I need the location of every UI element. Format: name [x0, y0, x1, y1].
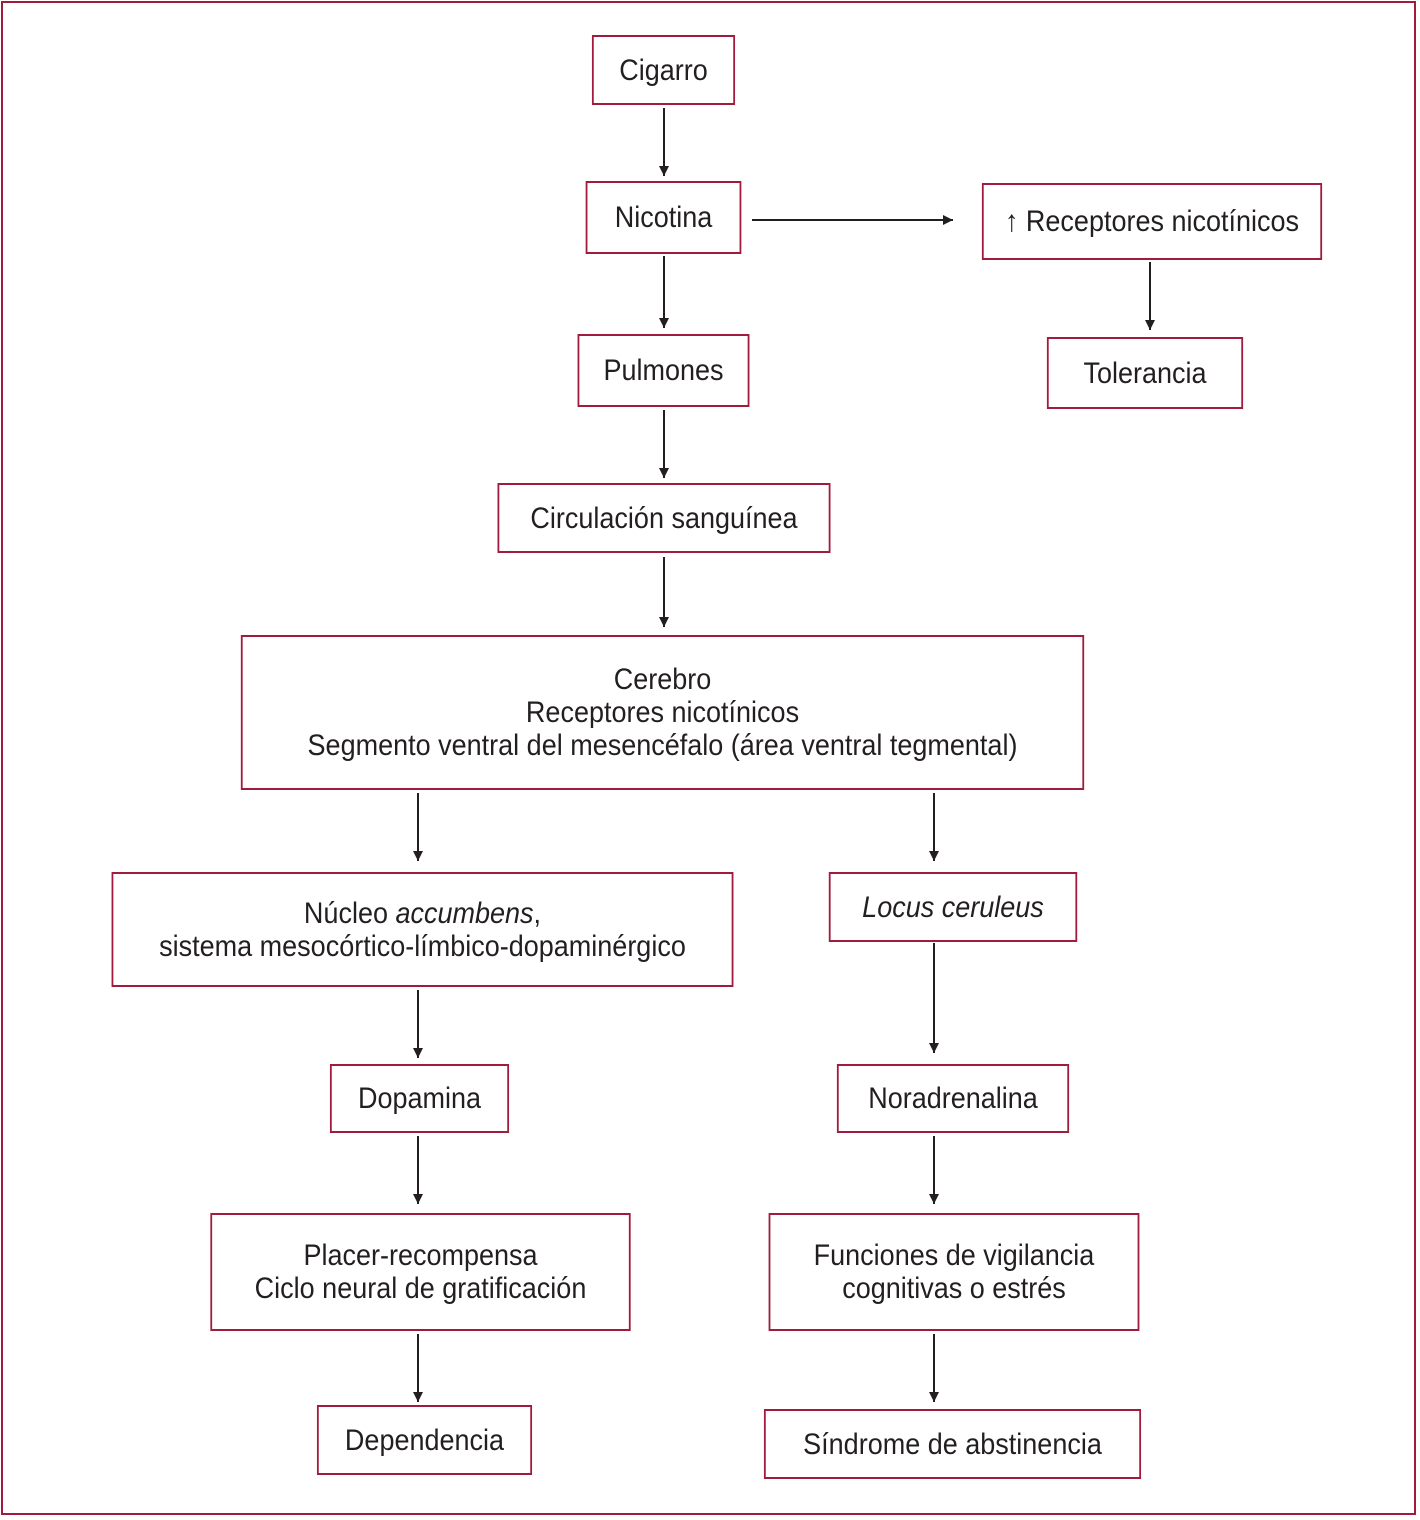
node-funciones-line1: Funciones de vigilancia: [813, 1239, 1095, 1272]
node-cerebro-line1: Cerebro: [613, 663, 712, 696]
node-nucleo-suffix: ,: [533, 896, 542, 930]
node-pulmones: Pulmones: [577, 334, 750, 407]
node-circulacion-label: Circulación sanguínea: [530, 501, 798, 535]
node-nucleo-italic: accumbens: [395, 896, 534, 930]
node-noradrenalina-label: Noradrenalina: [868, 1082, 1038, 1115]
node-placer-line2: Ciclo neural de gratificación: [254, 1272, 587, 1305]
node-dependencia: Dependencia: [316, 1405, 533, 1475]
node-cerebro: Cerebro Receptores nicotínicos Segmento …: [240, 635, 1085, 790]
node-nucleo-line1: Núcleo accumbens,: [304, 897, 541, 930]
node-noradrenalina: Noradrenalina: [836, 1064, 1070, 1133]
node-cigarro: Cigarro: [591, 35, 736, 105]
node-dependencia-label: Dependencia: [344, 1423, 505, 1457]
node-cerebro-line2: Receptores nicotínicos: [525, 696, 800, 729]
node-cerebro-line3: Segmento ventral del mesencéfalo (área v…: [307, 729, 1018, 762]
node-sindrome-abstinencia: Síndrome de abstinencia: [763, 1409, 1142, 1479]
node-receptores-up-label: ↑ Receptores nicotínicos: [1004, 205, 1300, 238]
node-locus-label: Locus ceruleus: [862, 890, 1044, 924]
node-nucleo-accumbens: Núcleo accumbens, sistema mesocórtico-lí…: [111, 872, 734, 987]
node-circulacion-sanguinea: Circulación sanguínea: [497, 483, 831, 553]
node-nicotina: Nicotina: [585, 181, 742, 254]
node-dopamina: Dopamina: [329, 1064, 510, 1133]
node-cigarro-label: Cigarro: [619, 53, 708, 87]
node-pulmones-label: Pulmones: [603, 354, 724, 387]
node-placer-line1: Placer-recompensa: [303, 1239, 538, 1272]
node-sindrome-label: Síndrome de abstinencia: [803, 1427, 1102, 1461]
node-funciones-vigilancia: Funciones de vigilancia cognitivas o est…: [768, 1213, 1140, 1331]
node-receptores-nicotinicos-up: ↑ Receptores nicotínicos: [981, 183, 1323, 260]
node-tolerancia-label: Tolerancia: [1083, 356, 1207, 390]
node-locus-ceruleus: Locus ceruleus: [828, 872, 1078, 942]
node-nucleo-prefix: Núcleo: [303, 896, 396, 930]
node-funciones-line2: cognitivas o estrés: [842, 1272, 1066, 1305]
node-placer-recompensa: Placer-recompensa Ciclo neural de gratif…: [210, 1213, 631, 1331]
node-dopamina-label: Dopamina: [357, 1082, 482, 1115]
node-tolerancia: Tolerancia: [1046, 337, 1244, 409]
node-nucleo-line2: sistema mesocórtico-límbico-dopaminérgic…: [159, 929, 686, 963]
node-nicotina-label: Nicotina: [614, 201, 713, 234]
